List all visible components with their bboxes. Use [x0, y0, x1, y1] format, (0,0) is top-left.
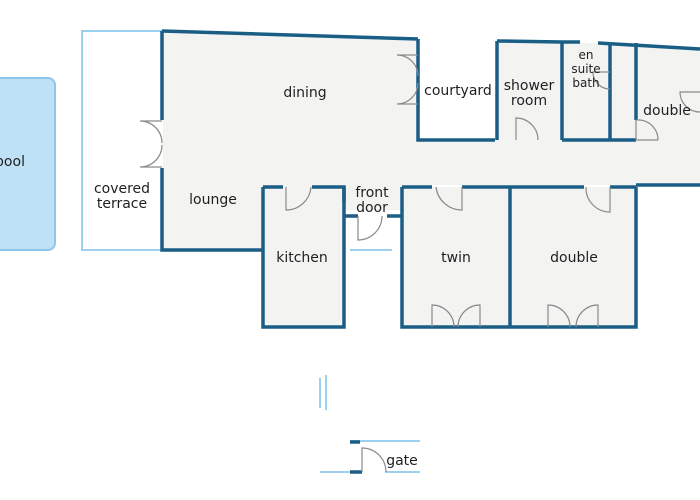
label-twin: twin [441, 250, 471, 266]
double-bottom-door [585, 186, 611, 213]
room-labels: pool covered terrace dining courtyard sh… [0, 48, 691, 469]
label-shower-room-line2: room [511, 93, 547, 109]
label-ensuite-line1: en [579, 48, 594, 62]
shower-room-door [515, 117, 539, 141]
double-room-door [635, 119, 659, 141]
gate-door [361, 447, 387, 473]
label-ensuite-line3: bath [572, 76, 599, 90]
label-kitchen: kitchen [276, 250, 328, 266]
terrace-double-door [139, 120, 163, 168]
label-double-right: double [643, 103, 691, 119]
label-covered-terrace-line2: terrace [97, 196, 147, 212]
doors [139, 54, 700, 473]
pool [0, 77, 56, 251]
label-double-bottom: double [550, 250, 598, 266]
label-lounge: lounge [189, 192, 237, 208]
twin-window-doors [431, 304, 481, 328]
courtyard-double-door [396, 54, 419, 105]
twin-door [435, 186, 463, 211]
front-door [357, 215, 383, 241]
label-ensuite-line2: suite [571, 62, 600, 76]
label-front-door-line2: door [356, 200, 388, 216]
label-front-door-line1: front [355, 185, 389, 201]
covered-terrace-outline [81, 30, 162, 251]
label-shower-room-line1: shower [504, 78, 555, 94]
label-courtyard: courtyard [424, 83, 492, 99]
double-room-inner-door [679, 91, 700, 113]
label-pool: pool [0, 154, 25, 170]
walls [160, 29, 700, 329]
double-window-doors [547, 304, 599, 328]
kitchen-door [285, 186, 312, 211]
label-dining: dining [283, 85, 326, 101]
label-gate: gate [386, 453, 418, 469]
outside-markings [319, 249, 420, 474]
floor-areas [163, 33, 700, 327]
ensuite-door [592, 71, 611, 90]
label-covered-terrace-line1: covered [94, 181, 150, 197]
